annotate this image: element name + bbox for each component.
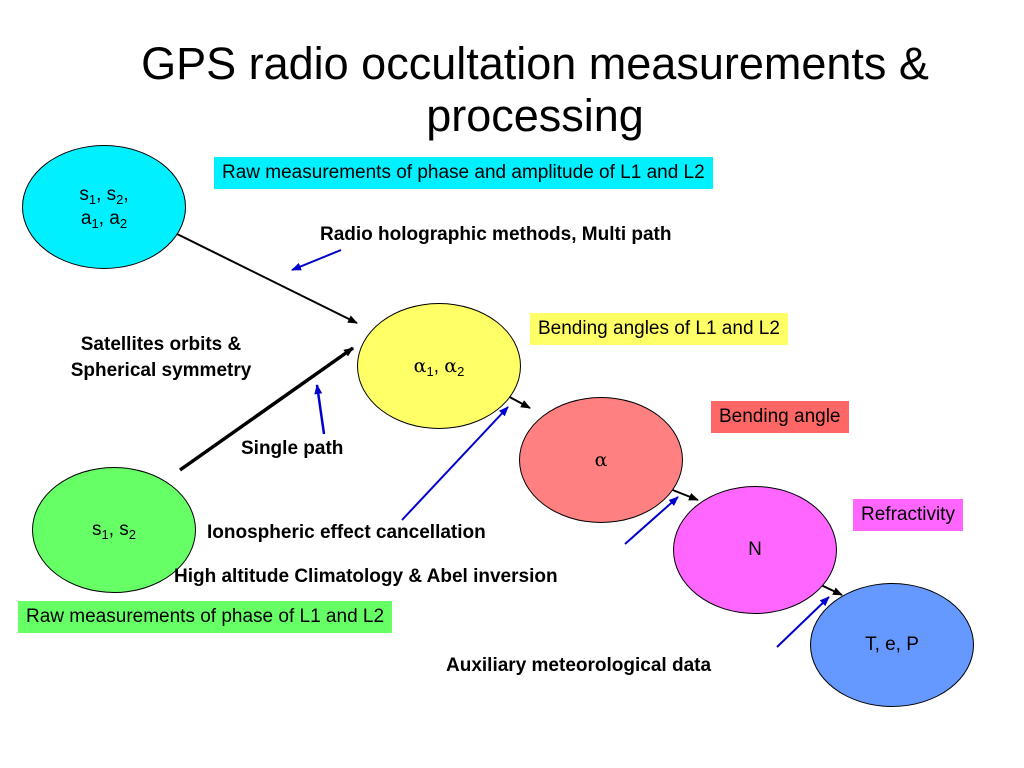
arrow-raw-to-bending-angles <box>172 231 358 324</box>
box-bending-angles: Bending angles of L1 and L2 <box>530 313 788 345</box>
blue-arrow-auxiliary <box>776 596 830 648</box>
node-alpha1-alpha2: α1, α2 <box>357 303 521 429</box>
label-satellites-line-1: Satellites orbits & <box>80 334 242 355</box>
label-auxiliary: Auxiliary meteorological data <box>446 655 712 676</box>
box-raw-phase-amplitude: Raw measurements of phase and amplitude … <box>214 157 713 189</box>
label-satellites-line-2: Spherical symmetry <box>70 360 252 381</box>
title-line-1: GPS radio occultation measurements & <box>141 38 929 89</box>
label-radio-holographic: Radio holographic methods, Multi path <box>320 224 672 245</box>
node-t-e-p: T, e, P <box>810 583 974 707</box>
blue-arrow-radio-holographic <box>291 249 342 271</box>
node-alpha: α <box>519 397 683 523</box>
slide-title: GPS radio occultation measurements & pro… <box>0 38 1024 142</box>
box-refractivity: Refractivity <box>853 499 963 531</box>
label-single-path: Single path <box>241 438 344 459</box>
blue-arrow-single-path <box>314 384 326 435</box>
node-n: N <box>673 486 837 614</box>
label-satellites-orbits: Satellites orbits & Spherical symmetry <box>30 332 292 384</box>
label-high-altitude: High altitude Climatology & Abel inversi… <box>174 566 558 587</box>
title-line-2: processing <box>426 90 644 141</box>
blue-arrow-high-altitude <box>624 496 679 545</box>
box-bending-angle: Bending angle <box>711 401 849 433</box>
label-ionospheric: Ionospheric effect cancellation <box>207 522 486 543</box>
box-raw-phase: Raw measurements of phase of L1 and L2 <box>18 601 393 633</box>
node-s1-s2-a1-a2: s1, s2, a1, a2 <box>22 145 186 269</box>
node-s1-s2: s1, s2 <box>32 467 196 593</box>
blue-arrow-ionospheric <box>401 406 509 521</box>
arrow-phase-to-bending-angles <box>178 346 355 472</box>
